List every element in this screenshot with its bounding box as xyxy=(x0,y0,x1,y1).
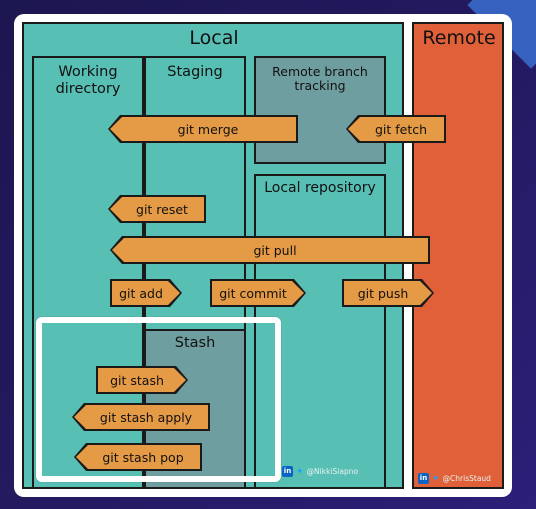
git-fetch-arrow: git fetch xyxy=(346,115,446,143)
remote-title: Remote xyxy=(422,27,496,49)
twitter-icon: ✦ xyxy=(296,466,304,477)
git-commit-arrow: git commit xyxy=(210,279,306,307)
diagram-card: Local Remote Working directory Staging R… xyxy=(14,14,512,497)
git-stash-pop-label: git stash pop xyxy=(102,449,184,465)
local-repository-label: Local repository xyxy=(264,180,376,196)
git-reset-label: git reset xyxy=(136,201,188,217)
git-diagram: Local Remote Working directory Staging R… xyxy=(14,14,512,497)
git-stash-apply-label: git stash apply xyxy=(99,409,193,425)
remote-credit: in ✦ @ChrisStaud xyxy=(418,473,491,484)
git-add-arrow: git add xyxy=(110,279,182,307)
local-credit: in ✦ @NikkiSiapno xyxy=(282,466,358,477)
git-pull-label: git pull xyxy=(253,242,297,258)
working-directory-label: Working directory xyxy=(55,64,121,97)
linkedin-icon: in xyxy=(282,466,293,477)
local-repository-box xyxy=(254,174,386,489)
local-title: Local xyxy=(189,27,239,49)
twitter-icon: ✦ xyxy=(432,473,440,484)
git-stash-apply-arrow: git stash apply xyxy=(72,403,210,431)
git-stash-arrow: git stash xyxy=(96,366,188,394)
linkedin-icon: in xyxy=(418,473,429,484)
git-merge-arrow: git merge xyxy=(108,115,298,143)
git-commit-label: git commit xyxy=(219,285,287,301)
local-credit-handle: @NikkiSiapno xyxy=(306,467,359,476)
remote-tracking-label: Remote branch tracking xyxy=(272,64,368,94)
git-stash-label: git stash xyxy=(110,372,164,388)
git-merge-label: git merge xyxy=(177,121,239,137)
git-fetch-label: git fetch xyxy=(374,121,428,137)
staging-label: Staging xyxy=(167,64,223,80)
git-reset-arrow: git reset xyxy=(108,195,206,223)
git-push-label: git push xyxy=(357,285,409,301)
git-push-arrow: git push xyxy=(342,279,434,307)
remote-tracking-box xyxy=(254,56,386,164)
stash-label: Stash xyxy=(174,335,216,351)
git-add-label: git add xyxy=(119,285,163,301)
git-stash-pop-arrow: git stash pop xyxy=(74,443,202,471)
remote-credit-handle: @ChrisStaud xyxy=(442,474,491,483)
git-pull-arrow: git pull xyxy=(110,236,430,264)
